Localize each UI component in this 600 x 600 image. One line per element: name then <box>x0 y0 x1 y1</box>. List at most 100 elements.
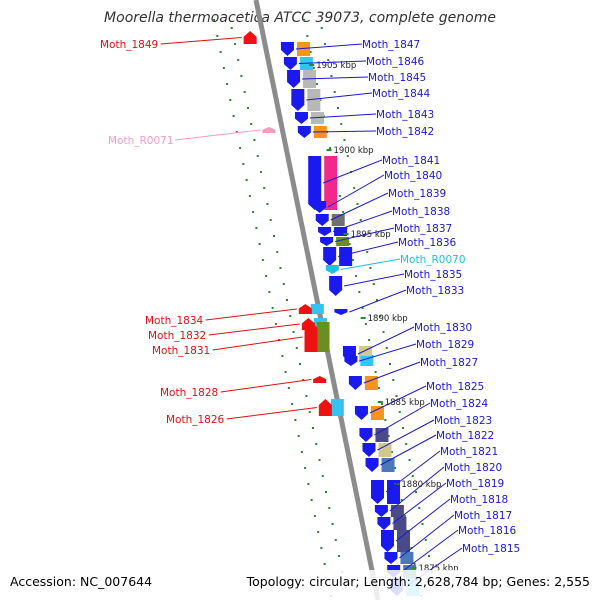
leader-line <box>312 130 377 133</box>
gene-arrow-Moth_1840[interactable] <box>313 201 327 213</box>
tick-mark <box>297 435 300 437</box>
gene-arrow-Moth_R0071[interactable] <box>262 127 276 133</box>
gene-arrow-Moth_1820[interactable] <box>374 505 388 517</box>
leader-line <box>399 514 455 559</box>
leader-line <box>212 336 303 351</box>
tick-mark <box>255 227 258 229</box>
leader-line <box>226 407 317 420</box>
tick-mark <box>261 259 264 261</box>
gene-label-Moth_1818[interactable]: Moth_1818 <box>450 494 508 506</box>
leader-line <box>205 308 297 321</box>
tick-rings <box>213 19 437 597</box>
gene-label-Moth_1841[interactable]: Moth_1841 <box>382 155 440 167</box>
gene-arrow-Moth_1845[interactable] <box>287 70 301 88</box>
gene-label-Moth_1827[interactable]: Moth_1827 <box>420 357 478 369</box>
gene-label-Moth_1847[interactable]: Moth_1847 <box>362 39 420 51</box>
gene-label-Moth_1815[interactable]: Moth_1815 <box>462 543 520 555</box>
gene-arrow-Moth_1842[interactable] <box>297 126 311 138</box>
gene-arrow-Moth_1846[interactable] <box>283 57 297 70</box>
gene-label-Moth_1839[interactable]: Moth_1839 <box>388 188 446 200</box>
tick-mark <box>403 515 406 517</box>
gene-label-Moth_1828[interactable]: Moth_1828 <box>160 387 218 399</box>
gene-arrow-Moth_R0070[interactable] <box>325 265 339 274</box>
gene-label-Moth_1849[interactable]: Moth_1849 <box>100 39 158 51</box>
gene-arrow-Moth_1834[interactable] <box>298 304 312 314</box>
gene-arrow-Moth_1831[interactable] <box>304 322 318 352</box>
gene-label-Moth_1825[interactable]: Moth_1825 <box>426 381 484 393</box>
gene-arrow-Moth_1828[interactable] <box>313 376 327 383</box>
tick-mark <box>331 523 334 525</box>
tick-mark <box>323 43 326 45</box>
gene-label-Moth_1832[interactable]: Moth_1832 <box>148 330 206 342</box>
gene-arrow-Moth_1839[interactable] <box>315 214 329 226</box>
tick-mark <box>389 363 392 365</box>
gene-label-Moth_1817[interactable]: Moth_1817 <box>454 510 512 522</box>
gene-arrow-Moth_1843[interactable] <box>294 112 308 124</box>
tick-mark <box>276 251 279 253</box>
gene-arrow-Moth_1836[interactable] <box>323 247 337 266</box>
gene-label-Moth_1823[interactable]: Moth_1823 <box>434 415 492 427</box>
gene-arrow-Moth_1847[interactable] <box>280 42 294 56</box>
tick-mark <box>320 27 323 29</box>
gene-arrow-Moth_1827[interactable] <box>348 376 362 390</box>
gene-arrow-Moth_1825[interactable] <box>354 406 368 420</box>
gene-label-Moth_1820[interactable]: Moth_1820 <box>444 462 502 474</box>
genome-summary: Topology: circular; Length: 2,628,784 bp… <box>246 574 590 589</box>
gene-label-Moth_1819[interactable]: Moth_1819 <box>446 478 504 490</box>
gene-label-Moth_1824[interactable]: Moth_1824 <box>430 398 489 410</box>
gene-arrow-Moth_1824[interactable] <box>359 428 373 442</box>
tick-mark <box>366 251 369 253</box>
gene-arrow-Moth_1835[interactable] <box>329 276 343 296</box>
tick-mark <box>269 219 272 221</box>
tick-mark <box>329 147 332 149</box>
gene-label-Moth_1829[interactable]: Moth_1829 <box>416 339 474 351</box>
tick-mark <box>355 275 358 277</box>
tick-mark <box>353 187 356 189</box>
gene-arrow-Moth_1818[interactable] <box>380 530 394 552</box>
gene-arrow-Moth_1817[interactable] <box>384 552 398 564</box>
gene-label-Moth_1838[interactable]: Moth_1838 <box>392 206 450 218</box>
tick-mark <box>361 307 364 309</box>
gene-label-Moth_1845[interactable]: Moth_1845 <box>368 72 426 84</box>
gene-label-Moth_1821[interactable]: Moth_1821 <box>440 446 498 458</box>
gene-arrow-Moth_1833[interactable] <box>334 309 348 315</box>
gene-label-Moth_1835[interactable]: Moth_1835 <box>404 269 462 281</box>
gene-label-Moth_1840[interactable]: Moth_1840 <box>384 170 442 182</box>
gene-arrow-Moth_1838[interactable] <box>318 227 332 236</box>
gene-label-Moth_1831[interactable]: Moth_1831 <box>152 345 210 357</box>
gene-arrow-Moth_1819[interactable] <box>377 517 391 530</box>
gene-arrow-Moth_1849[interactable] <box>243 31 257 44</box>
cog-box-Moth_1821 <box>387 480 401 504</box>
gene-label-Moth_1842[interactable]: Moth_1842 <box>376 126 434 138</box>
gene-label-Moth_R0071[interactable]: Moth_R0071 <box>108 135 174 147</box>
leader-line <box>374 402 431 436</box>
leader-line <box>392 482 447 524</box>
tick-mark <box>415 491 418 493</box>
gene-arrow-Moth_1837[interactable] <box>320 237 334 246</box>
cog-box-Moth_1829 <box>360 356 374 366</box>
tick-mark <box>377 387 380 389</box>
gene-label-Moth_1826[interactable]: Moth_1826 <box>166 414 225 426</box>
gene-label-Moth_1846[interactable]: Moth_1846 <box>366 56 425 68</box>
gene-label-Moth_1834[interactable]: Moth_1834 <box>145 315 204 327</box>
gene-label-Moth_1833[interactable]: Moth_1833 <box>406 285 464 297</box>
gene-arrow-Moth_1841[interactable] <box>308 156 322 210</box>
tick-mark <box>258 243 261 245</box>
gene-arrow-Moth_1822[interactable] <box>365 458 379 472</box>
gene-label-Moth_1836[interactable]: Moth_1836 <box>398 237 457 249</box>
gene-arrow-Moth_1829[interactable] <box>344 356 358 366</box>
gene-arrow-Moth_1821[interactable] <box>371 480 385 504</box>
tick-mark <box>316 83 319 85</box>
gene-label-Moth_1837[interactable]: Moth_1837 <box>394 223 452 235</box>
tick-mark <box>291 403 294 405</box>
gene-label-Moth_1843[interactable]: Moth_1843 <box>376 109 434 121</box>
gene-arrow-Moth_1826[interactable] <box>318 399 332 416</box>
gene-arrow-Moth_1844[interactable] <box>291 89 305 111</box>
gene-arrow-Moth_1823[interactable] <box>362 443 376 457</box>
gene-label-Moth_1844[interactable]: Moth_1844 <box>372 88 431 100</box>
gene-label-Moth_1830[interactable]: Moth_1830 <box>414 322 472 334</box>
gene-label-Moth_R0070[interactable]: Moth_R0070 <box>400 254 466 266</box>
gene-label-Moth_1822[interactable]: Moth_1822 <box>436 430 494 442</box>
gene-label-Moth_1816[interactable]: Moth_1816 <box>458 525 517 537</box>
